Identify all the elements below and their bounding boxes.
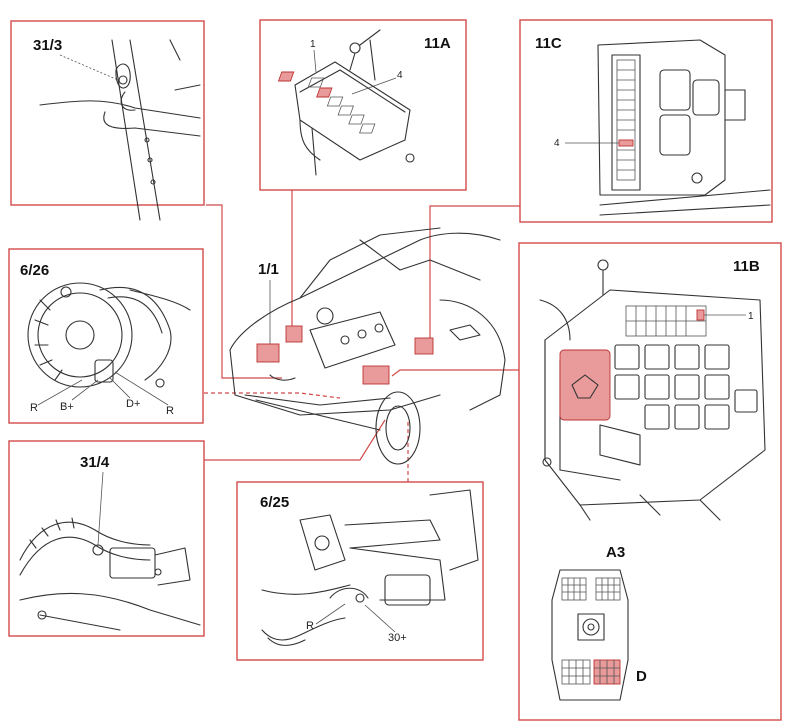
label-1-1: 1/1 bbox=[258, 261, 279, 278]
panel-6-25: 6/25 R 30+ bbox=[236, 481, 484, 661]
panel-11a: 11A 1 4 bbox=[259, 19, 467, 191]
engine-bay-illustration: 1/1 bbox=[229, 227, 506, 465]
connector-a3: A3 D bbox=[551, 544, 647, 701]
panel-label-11c: 11C bbox=[535, 35, 562, 52]
panel-label-11a: 11A bbox=[424, 35, 451, 52]
fuse-box-11c-marker bbox=[414, 337, 434, 355]
panel-31-3: 31/3 bbox=[10, 20, 205, 221]
callout-6-26-r1: R bbox=[30, 402, 38, 414]
panel-label-31-4: 31/4 bbox=[80, 454, 110, 471]
callout-6-26-dplus: D+ bbox=[126, 398, 140, 410]
callout-6-26-bplus: B+ bbox=[60, 401, 74, 413]
panel-label-6-25: 6/25 bbox=[260, 494, 289, 511]
relay-slots-11c bbox=[616, 59, 636, 181]
callout-11a-1: 1 bbox=[310, 39, 316, 50]
pin-block-bottom bbox=[561, 659, 621, 685]
panel-label-11b: 11B bbox=[733, 258, 760, 275]
callout-11b-1: 1 bbox=[748, 311, 754, 322]
fuse-row-11a bbox=[277, 71, 376, 134]
callout-6-26-r2: R bbox=[166, 405, 174, 417]
label-a3: A3 bbox=[606, 544, 625, 561]
connector-a3-marker bbox=[559, 349, 611, 421]
fuse-strip-11b bbox=[625, 305, 707, 337]
panel-31-4: 31/4 bbox=[8, 440, 205, 637]
callout-11a-4: 4 bbox=[397, 70, 403, 81]
callout-6-25-30plus: 30+ bbox=[388, 632, 407, 644]
pin-block-top bbox=[561, 577, 621, 601]
panel-11c: 11C 4 bbox=[519, 19, 773, 223]
panel-label-6-26: 6/26 bbox=[20, 262, 49, 279]
fuse-box-11b-marker bbox=[362, 365, 390, 385]
callout-11c-4: 4 bbox=[554, 138, 560, 149]
callout-6-25-r: R bbox=[306, 620, 314, 632]
fuse-box-11a-marker bbox=[285, 325, 303, 343]
label-d: D bbox=[636, 668, 647, 685]
panel-11b: 11B 1 bbox=[518, 242, 782, 721]
relay-grid-11b bbox=[614, 344, 758, 430]
panel-label-31-3: 31/3 bbox=[33, 37, 62, 54]
panel-6-26: 6/26 R B+ D+ R bbox=[8, 248, 204, 424]
fuse-box-1-1-marker bbox=[256, 343, 280, 363]
